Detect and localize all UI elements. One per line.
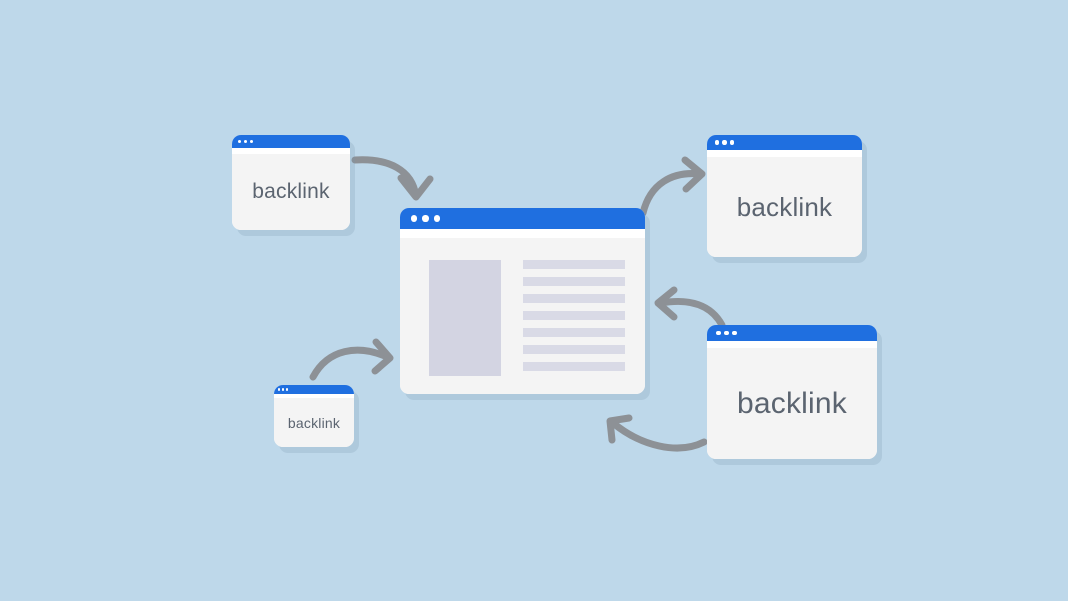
- text-line: [523, 362, 625, 371]
- window-body: [400, 238, 645, 394]
- window-controls-dots: [716, 330, 740, 336]
- text-line: [523, 311, 625, 320]
- window-controls-dots: [238, 139, 256, 144]
- text-line: [523, 260, 625, 269]
- window-dot-icon: [731, 330, 737, 336]
- window-dot-icon: [715, 140, 720, 145]
- browser-window-backlink-top-left[interactable]: backlink: [232, 135, 350, 230]
- arrow-bottom-right-to-main-lower: [606, 414, 708, 452]
- window-dot-icon: [238, 139, 242, 144]
- window-dot-icon: [729, 140, 734, 145]
- window-body: backlink: [707, 157, 862, 257]
- window-body: backlink: [232, 154, 350, 230]
- backlink-label: backlink: [737, 386, 847, 420]
- window-titlebar: [707, 135, 862, 150]
- window-addressbar: [707, 341, 877, 348]
- window-addressbar: [274, 394, 354, 398]
- window-titlebar: [400, 208, 645, 229]
- window-dot-icon: [286, 388, 289, 391]
- text-line: [523, 277, 625, 286]
- arrow-main-to-top-right: [639, 156, 706, 217]
- window-addressbar: [400, 229, 645, 238]
- window-body: backlink: [707, 348, 877, 459]
- arrow-bottom-left-to-main: [309, 338, 394, 381]
- image-placeholder: [429, 260, 501, 376]
- browser-window-backlink-top-right[interactable]: backlink: [707, 135, 862, 257]
- window-body: backlink: [274, 398, 354, 447]
- window-dot-icon: [249, 139, 254, 144]
- window-dot-icon: [243, 139, 248, 144]
- window-dot-icon: [716, 330, 721, 336]
- page-content: [429, 260, 625, 376]
- window-addressbar: [707, 150, 862, 157]
- text-line-group: [523, 260, 625, 371]
- text-line: [523, 294, 625, 303]
- window-titlebar: [707, 325, 877, 341]
- window-dot-icon: [282, 388, 285, 391]
- window-dot-icon: [723, 330, 729, 336]
- window-controls-dots: [715, 140, 737, 145]
- backlink-label: backlink: [736, 191, 833, 222]
- arrow-bottom-right-to-main-upper: [654, 286, 726, 329]
- backlink-label: backlink: [287, 414, 341, 431]
- window-dot-icon: [433, 215, 441, 222]
- window-controls-dots: [278, 388, 290, 391]
- browser-window-main-page[interactable]: [400, 208, 645, 394]
- text-line: [523, 345, 625, 354]
- window-dot-icon: [722, 140, 727, 145]
- window-titlebar: [232, 135, 350, 148]
- window-titlebar: [274, 385, 354, 394]
- browser-window-backlink-bottom-left[interactable]: backlink: [274, 385, 354, 447]
- window-dot-icon: [278, 388, 281, 391]
- window-controls-dots: [411, 215, 445, 222]
- window-dot-icon: [422, 215, 429, 222]
- text-line: [523, 328, 625, 337]
- window-dot-icon: [411, 215, 418, 222]
- browser-window-backlink-bottom-right[interactable]: backlink: [707, 325, 877, 459]
- arrow-top-left-to-main: [351, 156, 434, 201]
- window-addressbar: [232, 148, 350, 154]
- backlink-label: backlink: [252, 180, 330, 203]
